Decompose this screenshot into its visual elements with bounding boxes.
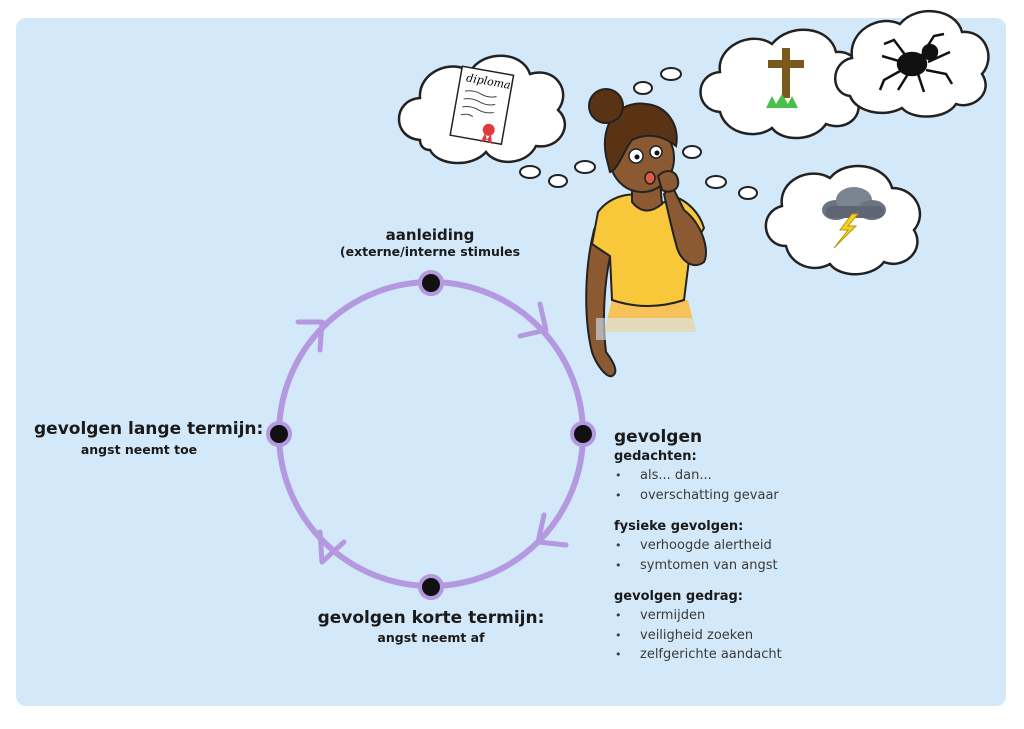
group-behaviour: gevolgen gedrag: vermijden veiligheid zo… [614, 589, 782, 665]
group-title: gevolgen gedrag: [614, 589, 744, 604]
group-physical: fysieke gevolgen: verhoogde alertheid sy… [614, 519, 782, 575]
cloud-diploma: diploma [397, 54, 566, 165]
thought-trail [519, 67, 758, 200]
bullet-list: vermijden veiligheid zoeken zelfgerichte… [614, 606, 782, 665]
bullet-list: als... dan... overschatting gevaar [614, 466, 782, 505]
node-bottom-subtitle: angst neemt af [377, 630, 485, 645]
grave-cross-icon [766, 48, 804, 108]
node-left [266, 421, 292, 447]
node-left-subtitle: angst neemt toe [80, 442, 198, 457]
node-top-title: aanleiding [385, 226, 475, 244]
node-top-subtitle: (externe/interne stimules [339, 244, 521, 259]
arrow-bottom-right [535, 512, 569, 548]
list-item: als... dan... [614, 466, 782, 486]
group-title: gedachten: [614, 449, 697, 464]
list-item: symtomen van angst [614, 556, 782, 576]
thunderstorm-icon [822, 187, 886, 249]
arrow-top-right [517, 301, 549, 339]
bullet-list: verhoogde alertheid symtomen van angst [614, 536, 782, 575]
arrow-bottom-left [317, 529, 347, 565]
cloud-spider [834, 10, 990, 118]
consequences-block: gevolgen gedachten: als... dan... oversc… [614, 427, 782, 679]
cloud-storm [764, 164, 922, 276]
group-thoughts: gedachten: als... dan... overschatting g… [614, 449, 782, 505]
list-item: veiligheid zoeken [614, 626, 782, 646]
diploma-icon: diploma [449, 65, 515, 146]
node-left-title: gevolgen lange termijn: [34, 419, 264, 439]
node-bottom-title: gevolgen korte termijn: [317, 608, 545, 628]
node-right-title: gevolgen [614, 427, 703, 447]
node-top [418, 270, 444, 296]
cycle-arrows [295, 301, 569, 565]
list-item: vermijden [614, 606, 782, 626]
list-item: verhoogde alertheid [614, 536, 782, 556]
node-right [570, 421, 596, 447]
list-item: overschatting gevaar [614, 486, 782, 506]
list-item: zelfgerichte aandacht [614, 645, 782, 665]
worried-woman-figure [585, 88, 707, 378]
group-title: fysieke gevolgen: [614, 519, 744, 534]
node-bottom [418, 574, 444, 600]
arrow-top-left [295, 319, 325, 353]
spider-icon [878, 32, 954, 93]
cycle-nodes [266, 270, 596, 600]
